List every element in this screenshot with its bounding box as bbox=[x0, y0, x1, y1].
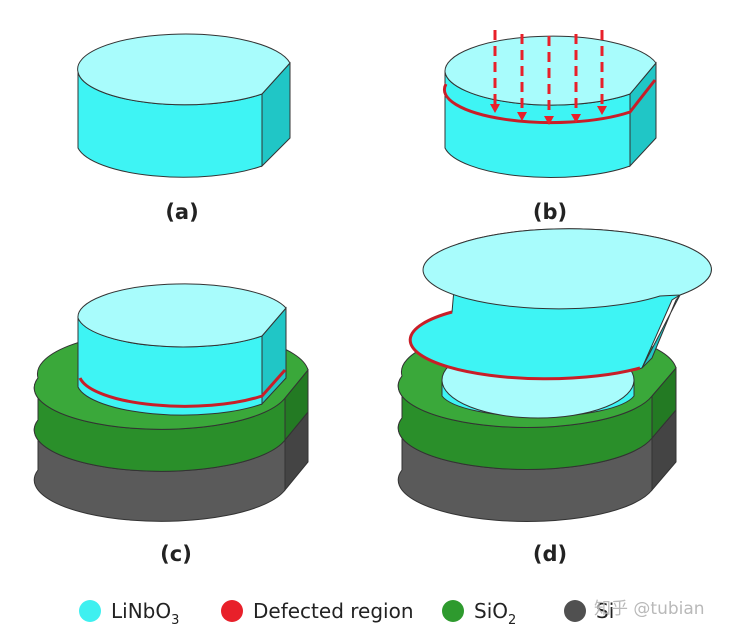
legend-subscript-linbo3: 3 bbox=[171, 613, 179, 628]
panel-label-d: (d) bbox=[533, 542, 567, 566]
panel-b-diagram bbox=[442, 30, 657, 178]
legend-swatch-defected-region bbox=[221, 600, 243, 622]
panel-label-a: (a) bbox=[165, 200, 198, 224]
linbo3-disk-c bbox=[77, 283, 287, 416]
legend-item-linbo3: LiNbO3 bbox=[79, 599, 179, 628]
legend-subscript-sio2: 2 bbox=[508, 613, 516, 628]
defected-layer-d bbox=[408, 310, 641, 381]
legend-swatch-si bbox=[564, 600, 586, 622]
svg-text:SiO2: SiO2 bbox=[474, 599, 516, 628]
panel-label-b: (b) bbox=[533, 200, 567, 224]
legend-label-si: Si bbox=[596, 599, 614, 623]
svg-text:LiNbO3: LiNbO3 bbox=[111, 599, 179, 628]
legend: LiNbO3 Defected region SiO2 Si bbox=[79, 599, 614, 628]
exfoliated-linbo3-block-d bbox=[408, 228, 712, 381]
panel-label-c: (c) bbox=[160, 542, 192, 566]
panel-a-diagram bbox=[77, 33, 291, 178]
watermark-text: 知乎 @tubian bbox=[594, 599, 705, 619]
legend-label-sio2: SiO bbox=[474, 599, 508, 623]
implantation-arrows bbox=[490, 30, 607, 125]
legend-item-defected-region: Defected region bbox=[221, 599, 414, 623]
panel-d-diagram bbox=[397, 228, 712, 522]
legend-label-linbo3: LiNbO bbox=[111, 599, 171, 623]
legend-swatch-sio2 bbox=[442, 600, 464, 622]
panel-c-diagram bbox=[33, 283, 309, 522]
linbo3-disk-a bbox=[77, 33, 291, 178]
legend-item-sio2: SiO2 bbox=[442, 599, 516, 628]
legend-swatch-linbo3 bbox=[79, 600, 101, 622]
legend-label-defected-region: Defected region bbox=[253, 599, 414, 623]
defected-layer-c bbox=[78, 369, 287, 408]
legend-item-si: Si bbox=[564, 599, 614, 623]
defected-layer-b bbox=[442, 79, 657, 125]
